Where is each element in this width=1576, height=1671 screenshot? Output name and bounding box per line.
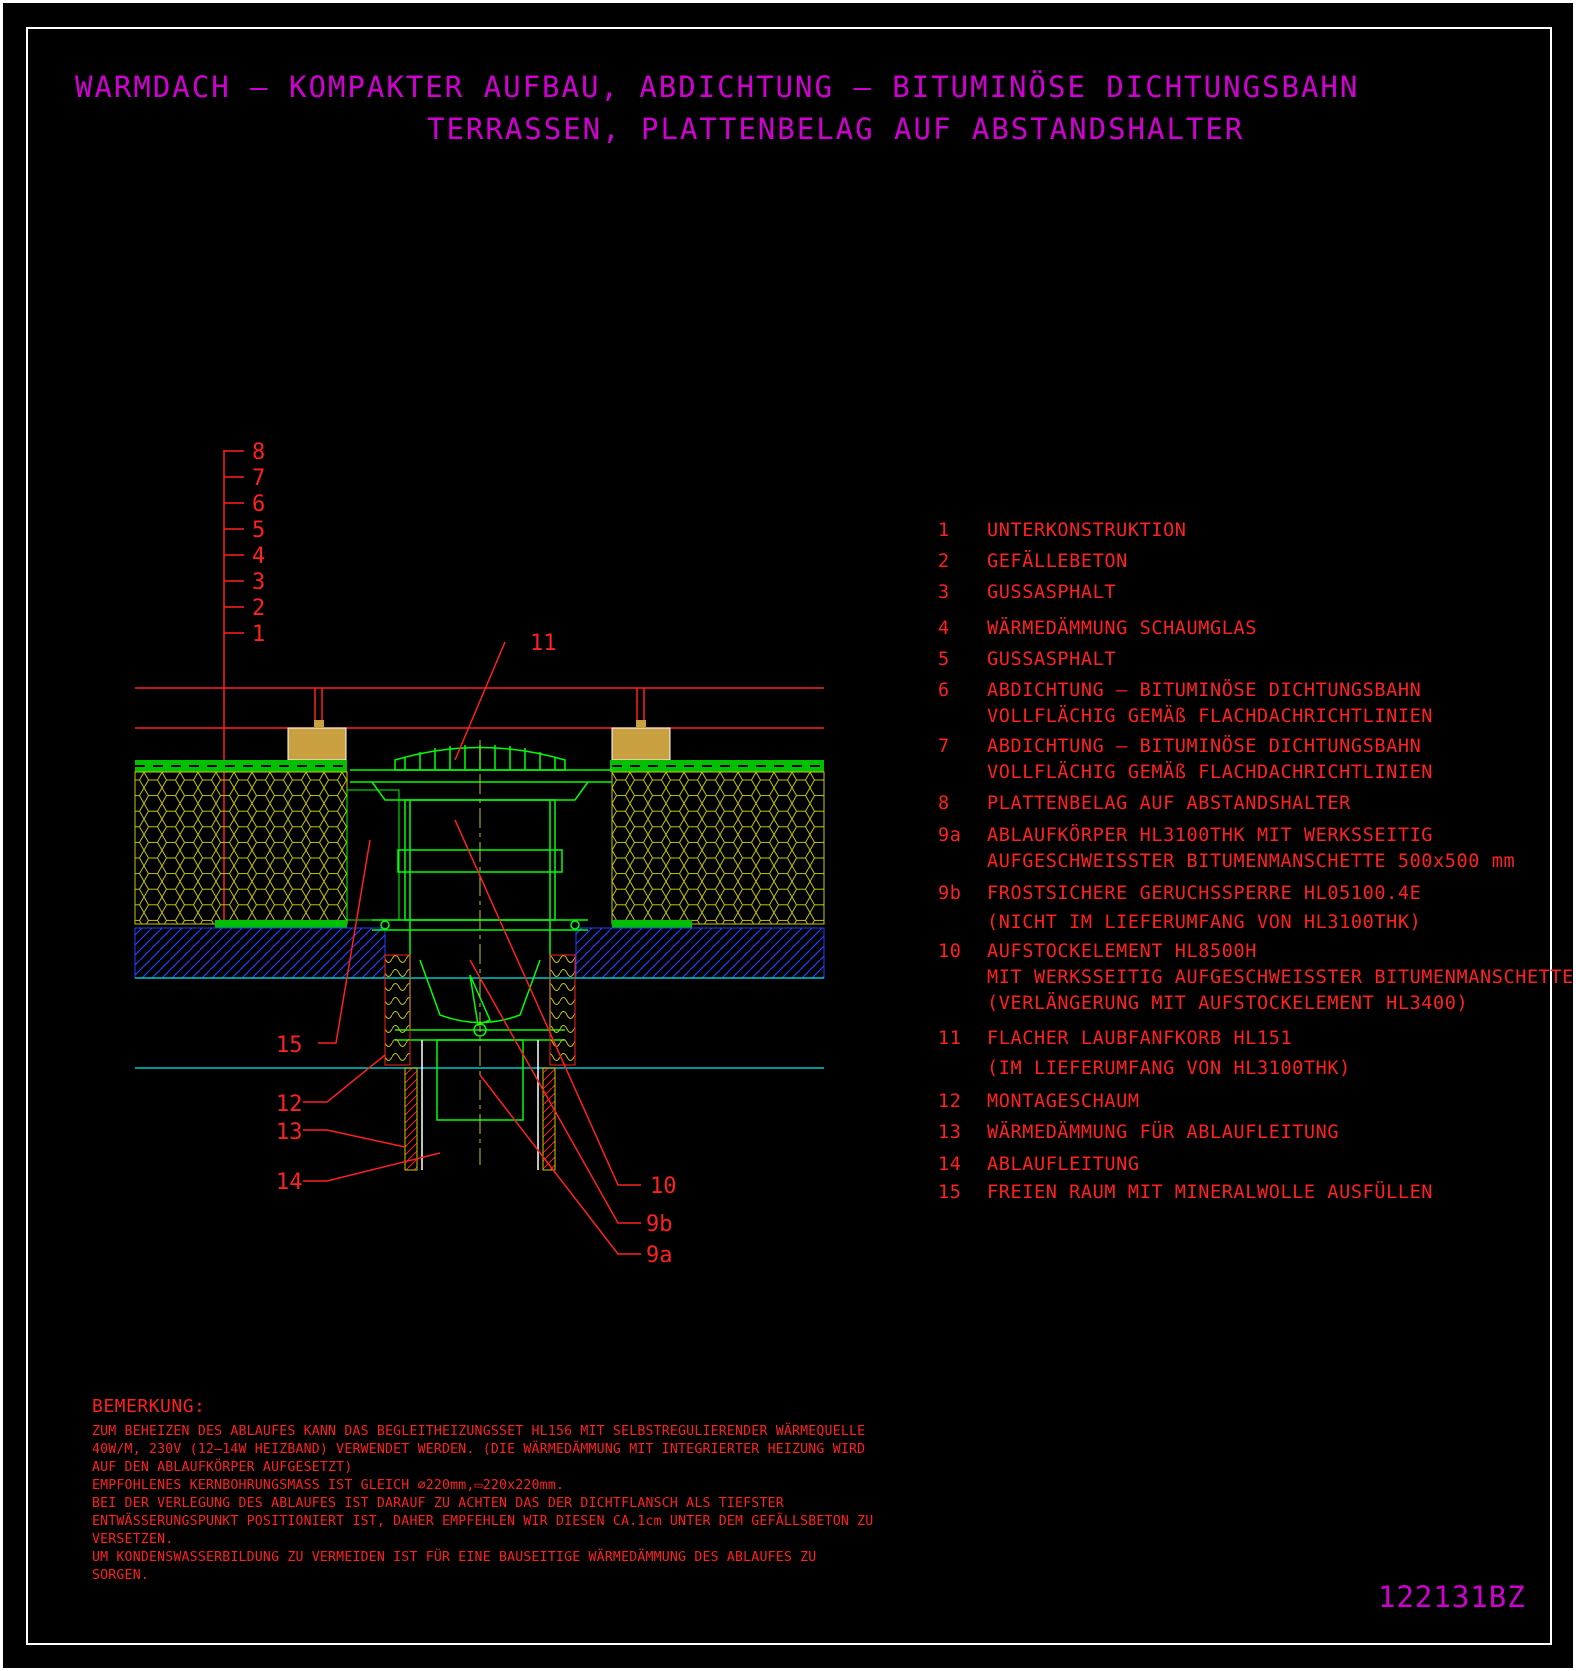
callout-12: 12 [276,1092,303,1117]
remarks-line: BEI DER VERLEGUNG DES ABLAUFES IST DARAU… [92,1496,784,1511]
layer-label-3: 3 [252,570,265,595]
layer-label-2: 2 [252,596,265,621]
layer-label-7: 7 [252,466,265,491]
mineral-wool-space [346,789,400,921]
remarks-line: UM KONDENSWASSERBILDUNG ZU VERMEIDEN IST… [92,1550,817,1565]
layer-label-6: 6 [252,492,265,517]
layer-ruler: 8 7 6 5 4 3 2 1 [223,440,265,925]
callout-13: 13 [276,1120,303,1145]
callout-15: 15 [276,1033,303,1058]
pipe-insulation [384,954,576,1171]
callout-11: 11 [530,631,557,656]
remarks-line: VERSETZEN. [92,1532,174,1547]
drawing-title-line1: WARMDACH – KOMPAKTER AUFBAU, ABDICHTUNG … [75,70,1360,104]
callout-leaders [303,641,641,1255]
paving-slabs [135,687,824,729]
callout-10: 10 [650,1174,677,1199]
layer-label-8: 8 [252,440,265,465]
callout-9b: 9b [646,1212,673,1237]
foam-glass-insulation [134,771,825,928]
spacer-pads [287,720,671,761]
remarks-line: AUF DEN ABLAUFKÖRPER AUFGESETZT) [92,1460,353,1475]
remarks-line: 40W/M, 230V (12–14W HEIZBAND) VERWENDET … [92,1442,866,1457]
layer-label-1: 1 [252,622,265,647]
layer-label-4: 4 [252,544,265,569]
remarks-line: ENTWÄSSERUNGSPUNKT POSITIONIERT IST, DAH… [92,1514,874,1529]
drawing-title-line2: TERRASSEN, PLATTENBELAG AUF ABSTANDSHALT… [427,112,1245,146]
remarks-heading: BEMERKUNG: [92,1396,206,1417]
callout-9a: 9a [646,1243,673,1268]
drawing-code: 122131BZ [1378,1580,1526,1614]
layer-label-5: 5 [252,518,265,543]
remarks-block: BEMERKUNG: ZUM BEHEIZEN DES ABLAUFES KAN… [92,1396,922,1585]
inner-frame [26,27,1552,1645]
callout-14: 14 [276,1170,303,1195]
remarks-line: ZUM BEHEIZEN DES ABLAUFES KANN DAS BEGLE… [92,1424,866,1439]
remarks-line: SORGEN. [92,1568,149,1583]
remarks-line: EMPFOHLENES KERNBOHRUNGSMASS IST GLEICH … [92,1478,565,1493]
